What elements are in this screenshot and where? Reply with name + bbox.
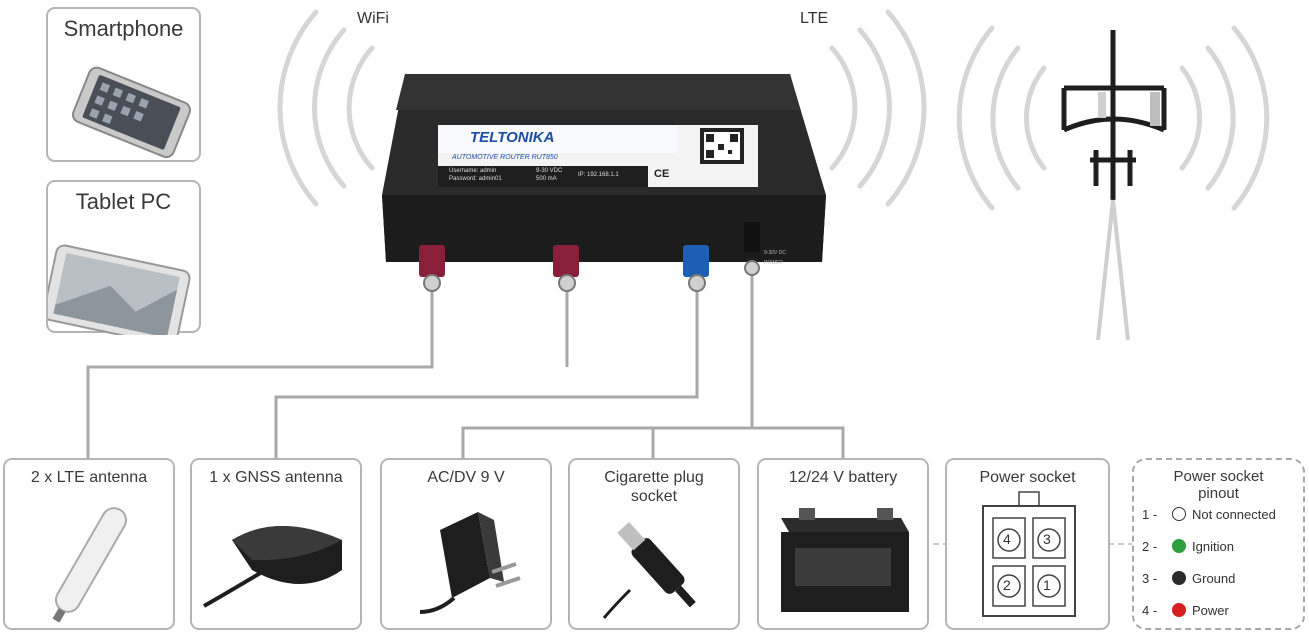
tablet-label: Tablet PC: [75, 189, 172, 214]
pin-4-label: Power: [1192, 602, 1229, 618]
router-brand: TELTONIKA: [470, 129, 555, 146]
socket-pin-2: 2: [1003, 577, 1011, 593]
router-username: Username: admin: [449, 168, 497, 174]
pin-row-3: 3 - Ground: [1142, 568, 1235, 588]
lte-antenna-box: 2 x LTE antenna: [3, 458, 175, 630]
pinout-panel: Power socket pinout 1 - Not connected 2 …: [1132, 458, 1305, 630]
pin-1-label: Not connected: [1192, 506, 1276, 522]
lte-antenna-icon: [52, 507, 127, 623]
pin-4-number: 4 -: [1142, 602, 1158, 618]
router-power-label: POWER: [764, 260, 783, 266]
pin-1-dot: [1172, 507, 1186, 521]
pin-2-number: 2 -: [1142, 538, 1158, 554]
router-password: Password: admin01: [449, 176, 502, 182]
lte-label: LTE: [800, 10, 829, 27]
battery-label: 12/24 V battery: [788, 469, 898, 486]
smartphone-box: Smartphone: [46, 7, 201, 162]
router-current: 500 mA: [536, 176, 557, 182]
gnss-antenna-box: 1 x GNSS antenna: [190, 458, 362, 630]
smartphone-label: Smartphone: [63, 16, 184, 41]
gnss-antenna-icon: [203, 526, 342, 608]
smartphone-icon: [71, 66, 192, 159]
tablet-icon: [48, 244, 191, 335]
cigarette-plug-icon: [602, 522, 696, 619]
ac-adapter-box: AC/DV 9 V: [380, 458, 552, 630]
gnss-antenna-label: 1 x GNSS antenna: [209, 469, 343, 486]
pin-row-4: 4 - Power: [1142, 600, 1229, 620]
power-socket-icon: [982, 491, 1076, 617]
socket-pin-4: 4: [1003, 531, 1011, 547]
battery-icon: [781, 508, 909, 612]
pin-3-dot: [1172, 571, 1186, 585]
pin-row-1: 1 - Not connected: [1142, 504, 1276, 524]
battery-box: 12/24 V battery: [757, 458, 929, 630]
ac-adapter-label: AC/DV 9 V: [427, 469, 505, 486]
socket-pin-1: 1: [1043, 577, 1051, 593]
router-device: TELTONIKA AUTOMOTIVE ROUTER RUT850 Usern…: [0, 0, 826, 292]
power-socket-box: Power socket 4 3 2 1: [945, 458, 1110, 630]
socket-pin-3: 3: [1043, 531, 1051, 547]
cigarette-plug-label: Cigarette plug socket: [604, 469, 704, 505]
router-ip: IP: 192.168.1.1: [578, 172, 619, 178]
lte-antenna-label: 2 x LTE antenna: [30, 469, 148, 486]
router-model: AUTOMOTIVE ROUTER RUT850: [452, 154, 558, 161]
tablet-box: Tablet PC: [46, 180, 201, 335]
power-socket-label: Power socket: [979, 469, 1076, 486]
pin-3-number: 3 -: [1142, 570, 1158, 586]
pin-3-label: Ground: [1192, 570, 1236, 586]
wifi-label: WiFi: [357, 10, 389, 27]
router-voltage: 9-30 VDC: [536, 168, 563, 174]
cigarette-plug-box: Cigarette plug socket: [568, 458, 740, 630]
ac-adapter-icon: [419, 512, 521, 614]
router-port-label: 9-30V DC: [764, 250, 786, 256]
router-ce-mark: CE: [654, 168, 670, 180]
pin-2-dot: [1172, 539, 1186, 553]
pin-1-number: 1 -: [1142, 506, 1158, 522]
pin-4-dot: [1172, 603, 1186, 617]
pinout-title: Power socket pinout: [1173, 468, 1264, 502]
pin-2-label: Ignition: [1192, 538, 1234, 554]
pin-row-2: 2 - Ignition: [1142, 536, 1234, 556]
